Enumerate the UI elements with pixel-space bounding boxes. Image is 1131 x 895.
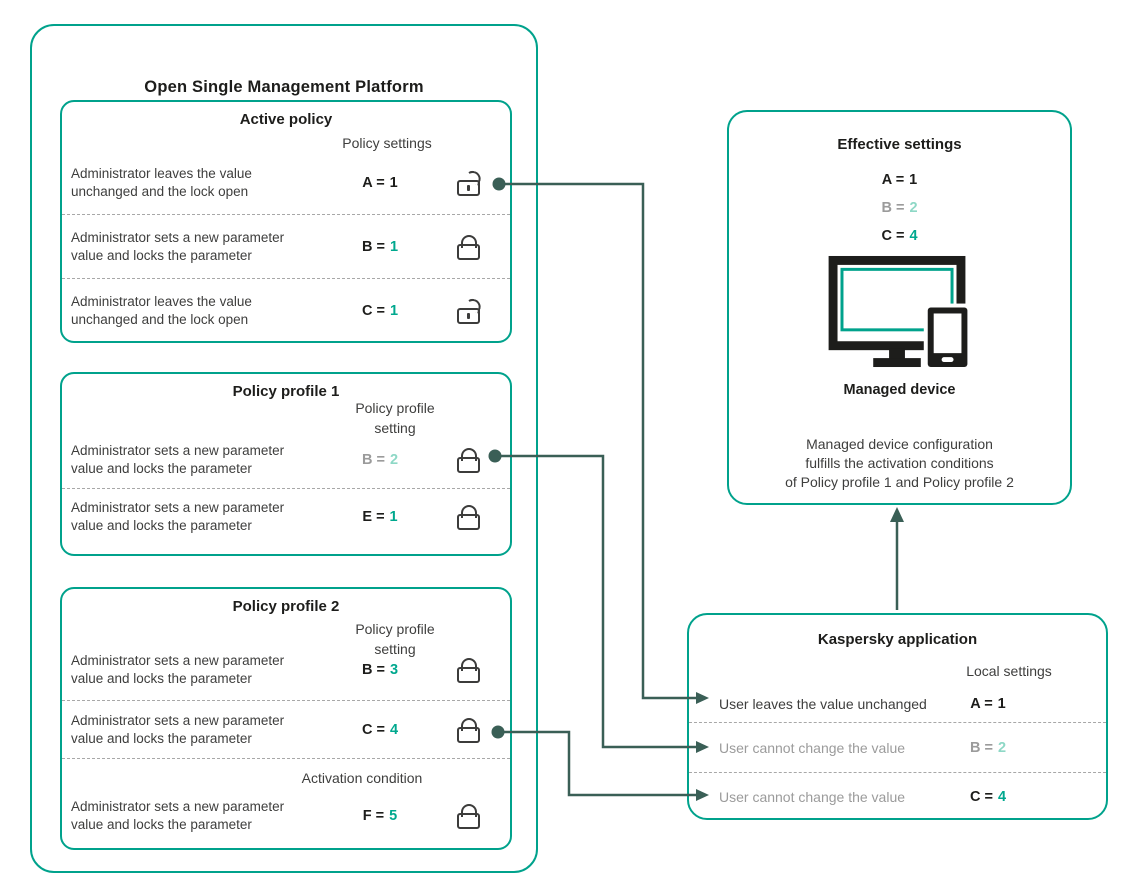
effective-values: A =1 B =2 C =4	[729, 166, 1070, 250]
policy-row: Administrator sets a new parameter value…	[62, 700, 510, 758]
effective-settings-box: Effective settings A =1 B =2 C =4 Manage…	[727, 110, 1072, 505]
row-description: User leaves the value unchanged	[719, 695, 927, 712]
row-description: Administrator leaves the value unchanged…	[71, 293, 252, 327]
policy-profile-2-box: Policy profile 2 Policy profile setting …	[60, 587, 512, 850]
row-value: C =4	[969, 788, 1007, 805]
activation-condition-header: Activation condition	[301, 770, 423, 786]
arrow-up-icon	[890, 507, 904, 522]
row-description: User cannot change the value	[719, 739, 906, 756]
managed-device-icon	[828, 255, 969, 369]
active-policy-box: Active policy Policy settings Administra…	[60, 100, 512, 343]
row-description: Administrator sets a new parameter value…	[71, 652, 285, 686]
policy-profile-1-box: Policy profile 1 Policy profile setting …	[60, 372, 512, 556]
policy-row: Administrator sets a new parameter value…	[62, 790, 510, 842]
managed-device-label: Managed device	[843, 382, 956, 398]
row-value: E =1	[362, 508, 398, 525]
effective-value: B =2	[881, 200, 918, 216]
lock-closed-icon	[456, 804, 480, 829]
row-description: Administrator sets a new parameter value…	[71, 499, 285, 533]
effective-value: C =4	[881, 228, 918, 244]
row-value: B =2	[361, 452, 399, 468]
lock-closed-icon	[456, 717, 480, 743]
lock-closed-icon	[456, 448, 480, 473]
policy-row: Administrator sets a new parameter value…	[62, 488, 510, 544]
row-description: Administrator sets a new parameter value…	[71, 443, 285, 476]
kaspersky-application-box: Kaspersky application Local settings Use…	[687, 613, 1108, 820]
lock-closed-icon	[456, 657, 480, 683]
kaspersky-application-title: Kaspersky application	[817, 631, 978, 648]
platform-title: Open Single Management Platform	[144, 78, 424, 96]
row-description: Administrator sets a new parameter value…	[71, 229, 285, 263]
row-description: Administrator leaves the value unchanged…	[71, 166, 252, 199]
policy-row: Administrator sets a new parameter value…	[62, 214, 510, 278]
policy-profile-setting-header: Policy profile setting	[355, 621, 435, 657]
row-value: B =3	[361, 661, 399, 678]
policy-row: Administrator sets a new parameter value…	[62, 639, 510, 700]
row-description: Administrator sets a new parameter value…	[71, 799, 285, 832]
local-setting-row: User cannot change the value B =2	[689, 722, 1106, 772]
lock-open-icon	[456, 307, 480, 324]
policy-settings-header: Policy settings	[342, 135, 432, 151]
row-value: C =1	[361, 302, 399, 319]
policy-row: Administrator leaves the value unchanged…	[62, 278, 510, 342]
row-value: A =1	[970, 695, 1006, 712]
effective-description: Managed device configuration fulfills th…	[785, 436, 1014, 490]
local-settings-header: Local settings	[966, 663, 1052, 679]
local-setting-row: User leaves the value unchanged A =1	[689, 685, 1106, 722]
row-value: F =5	[362, 808, 398, 824]
policy-profile-setting-header: Policy profile setting	[355, 400, 435, 436]
row-description: User cannot change the value	[719, 788, 906, 805]
policy-row: Administrator leaves the value unchanged…	[62, 152, 510, 214]
row-value: B =2	[969, 739, 1007, 756]
row-value: A =1	[362, 175, 398, 191]
row-description: Administrator sets a new parameter value…	[71, 712, 285, 746]
effective-value: A =1	[881, 172, 918, 188]
policy-profile-2-title: Policy profile 2	[232, 598, 340, 615]
row-value: B =1	[361, 238, 399, 255]
lock-open-icon	[456, 180, 480, 196]
local-setting-row: User cannot change the value C =4	[689, 772, 1106, 820]
row-value: C =4	[361, 721, 399, 738]
effective-settings-title: Effective settings	[837, 136, 962, 153]
active-policy-title: Active policy	[239, 111, 333, 128]
policy-row: Administrator sets a new parameter value…	[62, 432, 510, 488]
lock-closed-icon	[456, 234, 480, 260]
lock-closed-icon	[456, 504, 480, 530]
policy-profile-1-title: Policy profile 1	[232, 383, 340, 400]
